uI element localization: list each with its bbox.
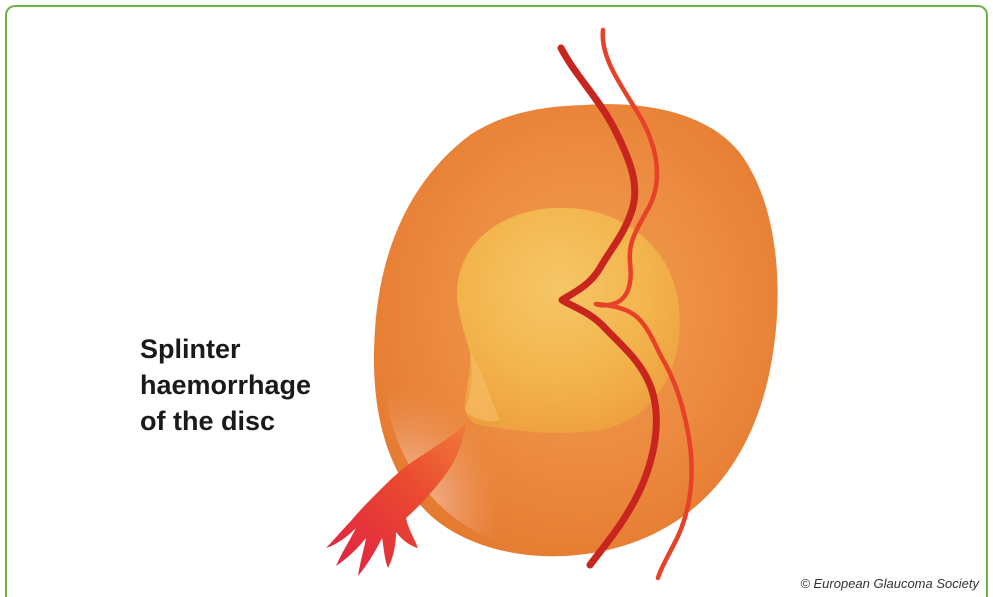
splinter-haemorrhage-label: Splinter haemorrhage of the disc [140, 331, 360, 439]
label-line-2: haemorrhage [140, 367, 360, 403]
label-line-3: of the disc [140, 403, 360, 439]
copyright-notice: © European Glaucoma Society [800, 576, 979, 591]
label-line-1: Splinter [140, 331, 360, 367]
